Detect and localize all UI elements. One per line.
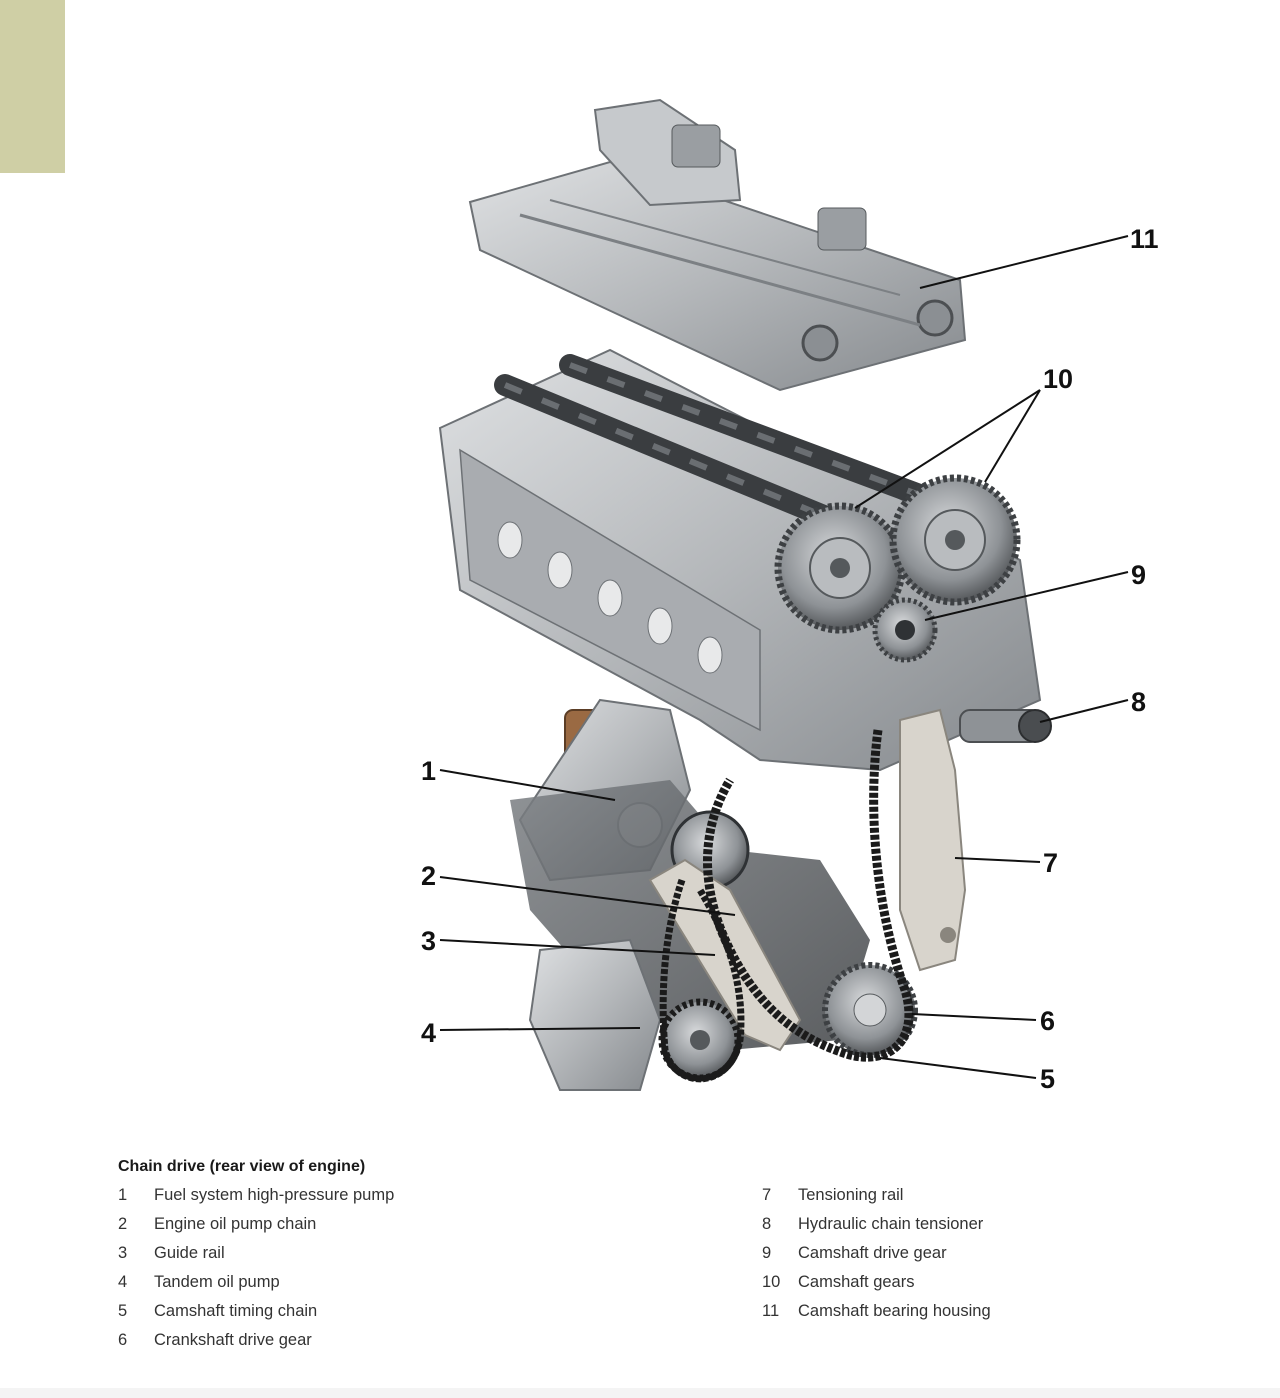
legend-label: Hydraulic chain tensioner <box>798 1215 984 1233</box>
figure-caption: Chain drive (rear view of engine) 1 Fuel… <box>118 1158 1218 1349</box>
callout-6: 6 <box>1040 1006 1055 1036</box>
legend-column-right: 7 Tensioning rail 8 Hydraulic chain tens… <box>762 1186 991 1331</box>
callout-4: 4 <box>421 1018 436 1048</box>
callout-leaders <box>439 235 1129 1079</box>
legend-item: 11 Camshaft bearing housing <box>762 1302 991 1331</box>
engine-oil-pump-chain <box>659 878 745 1083</box>
legend-label: Crankshaft drive gear <box>154 1331 312 1349</box>
legend-number: 8 <box>762 1215 772 1233</box>
legend-label: Tensioning rail <box>798 1186 904 1204</box>
legend-number: 11 <box>762 1302 780 1320</box>
callout-8: 8 <box>1131 687 1146 717</box>
legend-number: 4 <box>118 1273 128 1291</box>
legend-item: 7 Tensioning rail <box>762 1186 991 1215</box>
callout-1: 1 <box>421 756 436 786</box>
legend-number: 5 <box>118 1302 128 1320</box>
tandem-oil-pump <box>528 938 742 1091</box>
callout-3: 3 <box>421 926 436 956</box>
hydraulic-chain-tensioner <box>959 709 1052 743</box>
legend-item: 1 Fuel system high-pressure pump <box>118 1186 394 1215</box>
legend-item: 8 Hydraulic chain tensioner <box>762 1215 991 1244</box>
legend-item: 9 Camshaft drive gear <box>762 1244 991 1273</box>
camshaft-drive-gear <box>872 597 938 663</box>
legend-number: 9 <box>762 1244 772 1262</box>
chapter-tab <box>0 0 65 173</box>
legend-label: Camshaft timing chain <box>154 1302 318 1320</box>
legend-label: Camshaft bearing housing <box>798 1302 991 1320</box>
callout-10: 10 <box>1043 364 1073 394</box>
callout-11: 11 <box>1130 224 1159 254</box>
legend-item: 10 Camshaft gears <box>762 1273 991 1302</box>
legend-label: Engine oil pump chain <box>154 1215 317 1233</box>
legend-number: 3 <box>118 1244 128 1262</box>
legend-column-left: 1 Fuel system high-pressure pump 2 Engin… <box>118 1186 394 1360</box>
legend-number: 7 <box>762 1186 772 1204</box>
tensioning-rail <box>899 708 967 972</box>
callout-7: 7 <box>1043 848 1058 878</box>
legend-number: 6 <box>118 1331 128 1349</box>
camshaft-gears <box>774 474 1021 634</box>
caption-title: Chain drive (rear view of engine) <box>118 1158 366 1175</box>
legend-number: 1 <box>118 1186 128 1204</box>
legend-label: Guide rail <box>154 1244 225 1262</box>
legend-item: 5 Camshaft timing chain <box>118 1302 394 1331</box>
legend-label: Camshaft drive gear <box>798 1244 947 1262</box>
legend-label: Fuel system high-pressure pump <box>154 1186 395 1204</box>
legend-label: Tandem oil pump <box>154 1273 280 1291</box>
legend-label: Camshaft gears <box>798 1273 915 1291</box>
callout-9: 9 <box>1131 560 1146 590</box>
legend-item: 2 Engine oil pump chain <box>118 1215 394 1244</box>
camshaft-bearing-housing <box>468 98 967 392</box>
page-footer-strip <box>0 1388 1280 1398</box>
cylinder-head <box>438 348 1042 772</box>
camshaft-timing-chain <box>703 729 914 1062</box>
engine-illustration: 11 10 9 8 1 7 2 3 4 6 5 <box>421 98 1159 1094</box>
legend-item: 3 Guide rail <box>118 1244 394 1273</box>
callout-5: 5 <box>1040 1064 1055 1094</box>
callout-2: 2 <box>421 861 436 891</box>
legend-item: 4 Tandem oil pump <box>118 1273 394 1302</box>
legend-number: 2 <box>118 1215 128 1233</box>
engine-diagram: 11 10 9 8 1 7 2 3 4 6 5 <box>400 90 1200 1120</box>
legend-item: 6 Crankshaft drive gear <box>118 1331 394 1360</box>
legend-number: 10 <box>762 1273 781 1291</box>
